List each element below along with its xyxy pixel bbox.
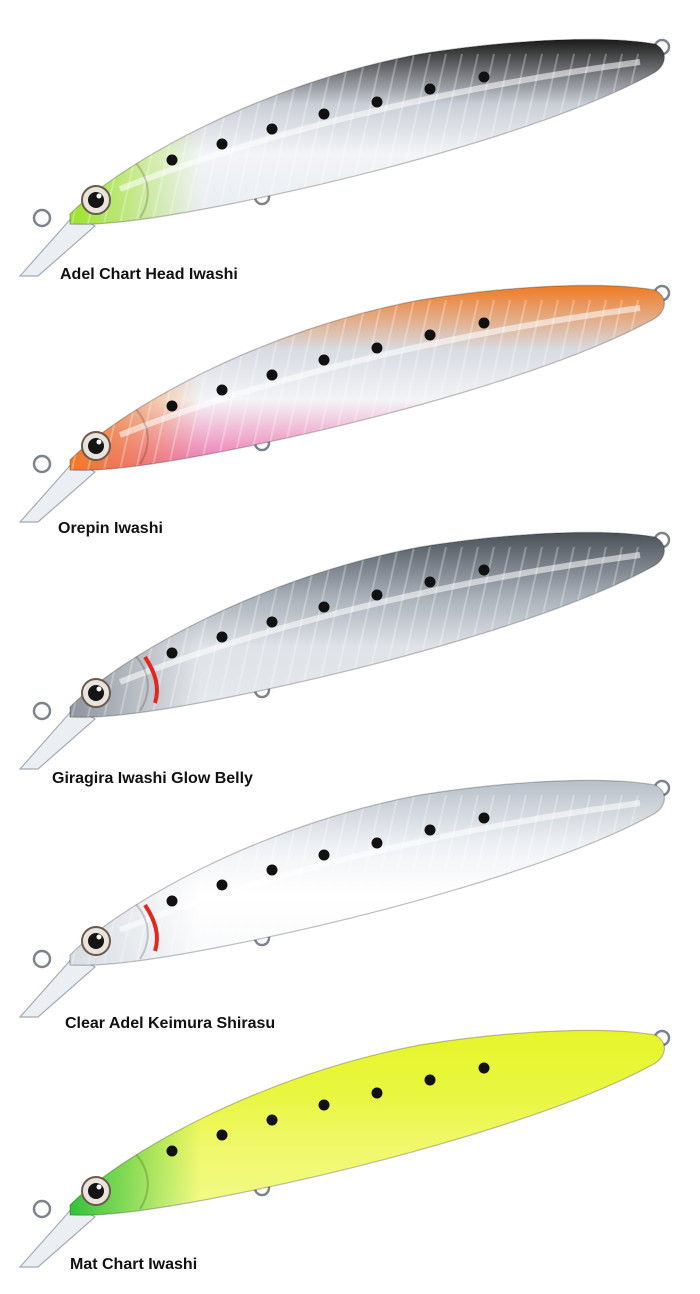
spot-mark bbox=[216, 1129, 228, 1141]
lure-body bbox=[70, 780, 665, 966]
split-ring-icon bbox=[32, 208, 52, 228]
spot-mark bbox=[424, 576, 436, 588]
eye-icon bbox=[81, 185, 111, 215]
lure-card: Clear Adel Keimura Shirasu bbox=[0, 755, 700, 1032]
spot-mark bbox=[166, 647, 178, 659]
spot-mark bbox=[166, 895, 178, 907]
split-ring-icon bbox=[32, 949, 52, 969]
lure-card: Giragira Iwashi Glow Belly bbox=[0, 507, 700, 787]
spot-mark bbox=[424, 824, 436, 836]
spot-mark bbox=[371, 837, 383, 849]
spot-mark bbox=[371, 96, 383, 108]
eye-icon bbox=[81, 431, 111, 461]
spot-mark bbox=[266, 864, 278, 876]
lure-card: Mat Chart Iwashi bbox=[0, 1005, 700, 1273]
spot-mark bbox=[266, 1114, 278, 1126]
split-ring-icon bbox=[32, 454, 52, 474]
eye-icon bbox=[81, 678, 111, 708]
spot-mark bbox=[478, 317, 490, 329]
spot-mark bbox=[478, 812, 490, 824]
spot-mark bbox=[318, 849, 330, 861]
spot-mark bbox=[478, 1062, 490, 1074]
eye-icon bbox=[81, 1176, 111, 1206]
lure-body bbox=[70, 1030, 665, 1216]
lure-image bbox=[18, 531, 671, 770]
lure-image bbox=[18, 1029, 671, 1268]
spot-mark bbox=[371, 589, 383, 601]
lure-body bbox=[70, 532, 665, 718]
lure-card: Orepin Iwashi bbox=[0, 260, 700, 537]
lure-color-name: Adel Chart Head Iwashi bbox=[60, 266, 238, 283]
spot-mark bbox=[318, 108, 330, 120]
spot-mark bbox=[371, 1087, 383, 1099]
split-ring-icon bbox=[32, 1199, 52, 1219]
spot-mark bbox=[266, 616, 278, 628]
spot-mark bbox=[478, 564, 490, 576]
spot-mark bbox=[216, 138, 228, 150]
eye-icon bbox=[81, 926, 111, 956]
spot-mark bbox=[424, 83, 436, 95]
spot-mark bbox=[318, 601, 330, 613]
spot-mark bbox=[216, 384, 228, 396]
spot-mark bbox=[318, 354, 330, 366]
lure-image bbox=[18, 779, 671, 1018]
spot-mark bbox=[216, 879, 228, 891]
lure-image bbox=[18, 284, 671, 523]
spot-mark bbox=[166, 1145, 178, 1157]
spot-mark bbox=[166, 154, 178, 166]
lure-color-name: Orepin Iwashi bbox=[58, 520, 163, 537]
spot-mark bbox=[166, 400, 178, 412]
lure-image bbox=[18, 38, 671, 277]
spot-mark bbox=[266, 369, 278, 381]
split-ring-icon bbox=[32, 701, 52, 721]
spot-mark bbox=[424, 1074, 436, 1086]
lure-color-name: Clear Adel Keimura Shirasu bbox=[65, 1015, 276, 1032]
lure-body bbox=[70, 39, 665, 225]
spot-mark bbox=[424, 329, 436, 341]
lure-card: Adel Chart Head Iwashi bbox=[0, 14, 700, 283]
spot-mark bbox=[371, 342, 383, 354]
lure-color-name: Giragira Iwashi Glow Belly bbox=[52, 770, 253, 787]
lure-color-name: Mat Chart Iwashi bbox=[70, 1256, 198, 1273]
spot-mark bbox=[478, 71, 490, 83]
lure-body bbox=[70, 285, 665, 471]
spot-mark bbox=[318, 1099, 330, 1111]
spot-mark bbox=[216, 631, 228, 643]
spot-mark bbox=[266, 123, 278, 135]
